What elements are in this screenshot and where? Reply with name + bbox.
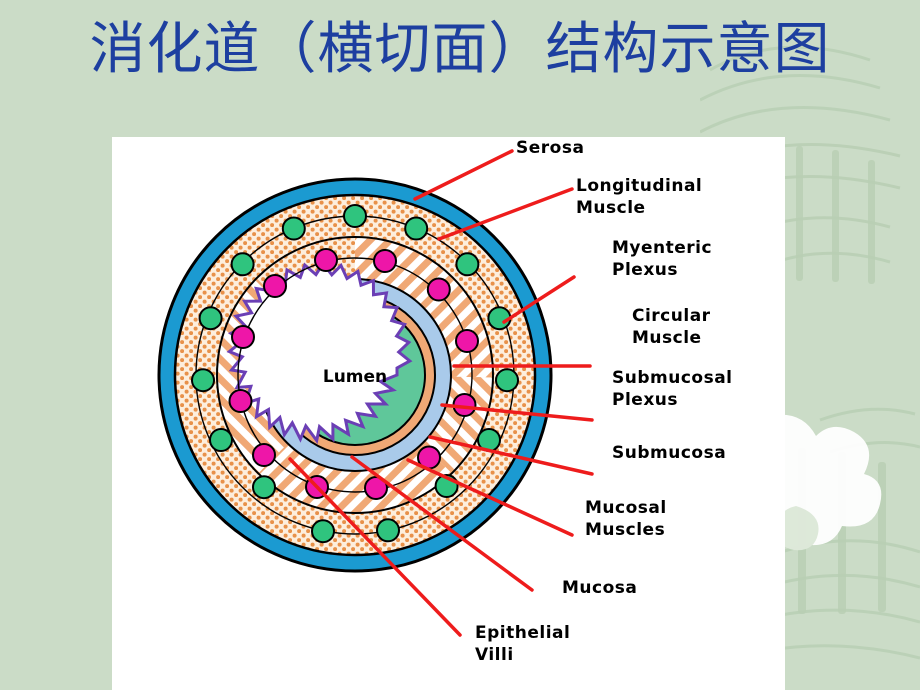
leader-submucosal-plexus [440,403,594,422]
myenteric-plexus-nodes [191,204,519,544]
label-submucosal-plexus: Submucosal Plexus [612,368,733,410]
submucosal-plexus-ring [237,257,473,493]
circular-muscle-outer-edge [216,236,494,514]
leader-mucosa [350,455,534,592]
lumen-label: Lumen [323,367,387,387]
leader-mucosal-muscles [406,458,574,537]
leader-lines [288,149,594,637]
leader-longitudinal [437,187,574,241]
layer-stack: Lumen [157,177,553,573]
label-mucosal-muscles: Mucosal Muscles [585,498,667,540]
leader-myenteric [502,275,576,324]
gi-tract-cross-section-diagram: Lumen [157,149,594,637]
label-serosa: Serosa [516,138,585,158]
label-myenteric-plexus: Myenteric Plexus [612,238,713,280]
slide-title: 消化道（横切面）结构示意图 [89,17,831,82]
leader-epithelial-villi [288,457,462,637]
leader-submucosa [428,435,594,476]
leader-serosa [413,149,514,201]
figure-panel: Lumen Serosa Longitudinal Muscle Myenter… [112,137,785,690]
label-epithelial-villi: Epithelial Villi [475,623,571,665]
label-circular-muscle: Circular Muscle [632,306,711,348]
label-mucosa: Mucosa [562,578,638,598]
label-submucosa: Submucosa [612,443,727,463]
label-longitudinal-muscle: Longitudinal Muscle [576,176,703,218]
epithelial-villi-star [226,260,413,445]
